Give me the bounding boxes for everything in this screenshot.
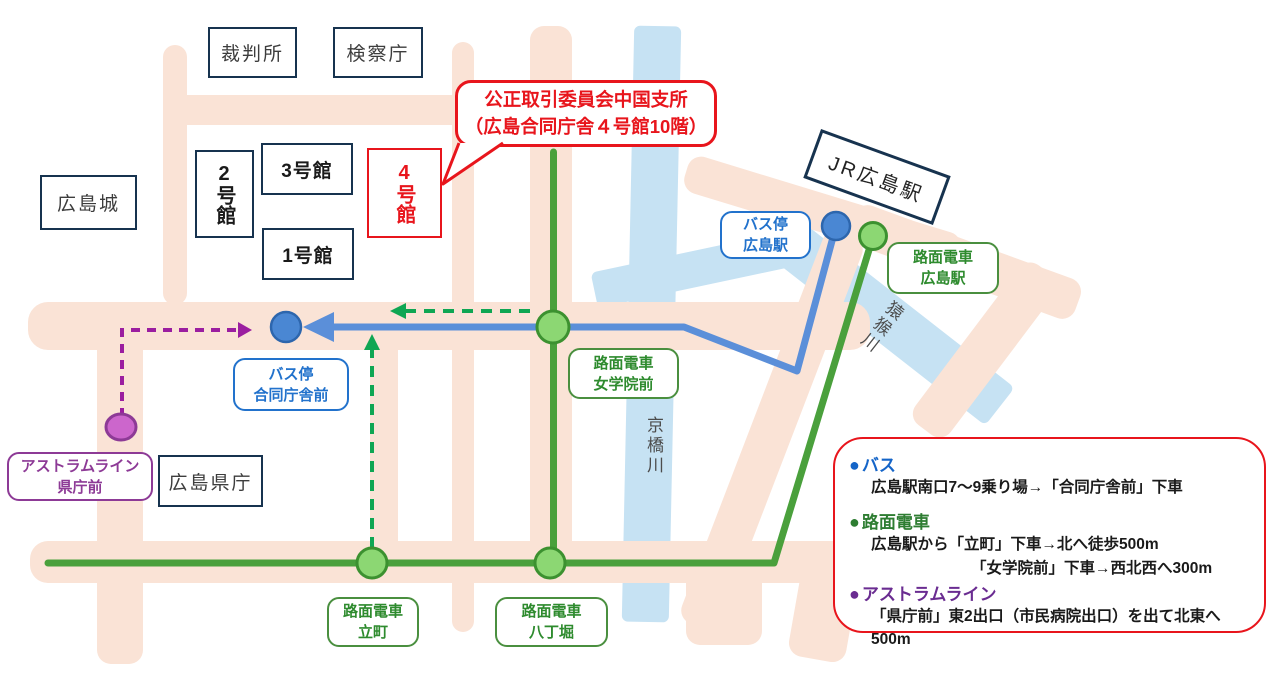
stop-label-bus-godochosha-mae: バス停 合同庁舎前 [233,358,349,411]
building-no2: 2号館 [195,150,254,238]
building-castle-label: 広島城 [56,194,120,215]
callout-tail-shape [441,141,504,186]
building-no3: 3号館 [261,143,353,195]
stop-label-astram-kenchomae: アストラムライン 県庁前 [7,452,153,501]
bus-route-arrowhead [303,312,334,342]
stop-label-line: 広島駅 [920,270,966,287]
road-tatemachi-street [370,320,398,582]
legend-tram-detail-2: 「女学院前」下車→西北西へ300m [971,559,1213,577]
walk-arrow-tatemachi-head [364,334,380,350]
building-no1-label: 1号館 [282,245,334,267]
astram-stop-dot-kenchomae [104,412,138,442]
building-pref-office: 広島県庁 [158,455,263,507]
tram-stop-dot-tatemachi [355,546,389,580]
legend-astram-title-row: ● アストラムライン [849,580,1248,605]
legend-bus-title-row: ● バス [849,451,1248,476]
legend-tram-title-row: ● 路面電車 [849,508,1248,533]
building-no4-label: 4号館 [393,162,415,224]
stop-label-line: 女学院前 [593,375,654,393]
road-vertical-b [452,42,474,632]
building-no2-label: 2号館 [213,163,235,225]
building-no3-label: 3号館 [281,160,333,182]
stop-label-line: 路面電車 [521,603,582,620]
kyobashi-river-label: 京橋川 [644,416,663,476]
destination-callout-line1: 公正取引委員会中国支所 [484,88,688,110]
stop-label-tram-tatemachi: 路面電車 立町 [327,597,419,647]
stop-label-line: 路面電車 [342,603,403,620]
legend-tram-title: 路面電車 [861,513,930,533]
building-prosecutor: 検察庁 [333,27,423,78]
building-no4: 4号館 [367,148,442,238]
stop-label-line: 県庁前 [57,478,103,496]
walk-arrow-kenchomae-head [238,322,252,338]
bus-route-line [308,222,840,375]
stop-label-line: 立町 [357,624,388,641]
stop-label-line: 路面電車 [912,249,973,266]
tram-bullet-icon: ● [849,512,860,533]
stop-label-tram-hiroshima-station: 路面電車 広島駅 [887,242,999,294]
stop-label-line: 路面電車 [593,354,654,372]
bus-stop-dot-godochosha-mae [269,310,303,344]
walk-arrow-jogakuin-head [390,303,406,319]
building-no1: 1号館 [262,228,354,280]
stop-label-line: バス停 [268,365,314,383]
legend-tram-detail-1: 広島駅から「立町」下車→北へ徒歩500m [871,536,1159,554]
tram-stop-dot-hatchobori [533,546,567,580]
stop-label-line: バス停 [742,216,788,233]
tram-stop-dot-jogakuin-mae [535,309,571,345]
legend-bus-title: バス [861,456,896,475]
destination-callout-line2: （広島合同庁舎４号館10階） [464,115,708,137]
stop-label-line: 広島駅 [742,237,788,254]
tram-stop-dot-hiroshima-station [858,221,888,251]
walk-arrow-from-kenchomae [120,328,238,417]
destination-callout: 公正取引委員会中国支所 （広島合同庁舎４号館10階） [455,80,717,147]
stop-label-tram-hatchobori: 路面電車 八丁堀 [495,597,608,647]
building-pref-office-label: 広島県庁 [168,472,253,494]
legend-astram-detail: 「県庁前」東2出口（市民病院出口）を出て北東へ500m [871,607,1221,648]
stop-label-line: アストラムライン [20,457,140,475]
stop-label-bus-hiroshima-station: バス停 広島駅 [720,211,811,259]
building-hiroshima-castle: 広島城 [40,175,137,230]
bus-stop-dot-hiroshima-station [820,210,852,242]
directions-legend: ● バス 広島駅南口7～9乗り場→「合同庁舎前」下車 ● 路面電車 広島駅から「… [833,437,1266,648]
road-left-vertical-top [163,45,187,305]
building-prosecutor-label: 検察庁 [346,44,410,65]
tram-line-main [44,236,876,567]
legend-bus-detail: 広島駅南口7～9乗り場→「合同庁舎前」下車 [871,479,1183,496]
building-courthouse-label: 裁判所 [220,44,284,65]
stop-label-tram-jogakuin-mae: 路面電車 女学院前 [568,348,679,399]
stop-label-line: 八丁堀 [528,624,574,641]
bus-bullet-icon: ● [849,455,860,475]
building-courthouse: 裁判所 [208,27,297,78]
legend-astram-title: アストラムライン [861,584,997,604]
astram-bullet-icon: ● [849,583,860,604]
stop-label-line: 合同庁舎前 [253,386,329,404]
